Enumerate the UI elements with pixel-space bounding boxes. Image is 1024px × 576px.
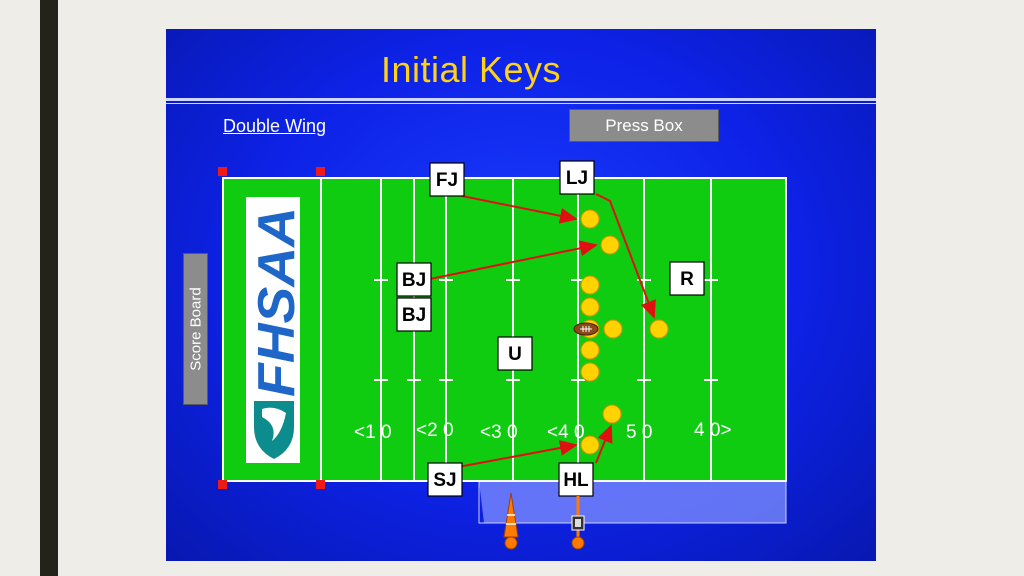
official-u[interactable]: U — [497, 336, 533, 371]
yard-lines — [320, 178, 712, 481]
football-icon — [573, 322, 599, 336]
player — [649, 319, 669, 339]
official-r[interactable]: R — [669, 261, 705, 296]
player — [603, 319, 623, 339]
key-arrow-fj — [461, 195, 578, 224]
slide-title: Initial Keys — [380, 49, 562, 90]
pylon-icon — [503, 492, 519, 550]
football-field — [222, 177, 787, 482]
svg-text:R: R — [680, 269, 694, 290]
press-box-label: Press Box — [605, 115, 683, 135]
formation-word-2[interactable]: Wing — [285, 116, 327, 136]
svg-text:BJ: BJ — [402, 270, 426, 291]
slide: Initial Keys Double Wing Press Box Score… — [166, 29, 876, 561]
official-hl[interactable]: HL — [558, 462, 594, 497]
team-area — [479, 481, 786, 523]
official-bj-1[interactable]: BJ — [396, 262, 432, 297]
field-diagram: FHSAA <1 0 <2 0 — [218, 160, 787, 550]
svg-text:LJ: LJ — [566, 168, 588, 189]
yard-number-40: <4 0 — [547, 422, 585, 443]
down-box-icon — [571, 496, 585, 550]
player — [600, 235, 620, 255]
key-arrow-hl — [595, 424, 613, 464]
key-arrow-lj — [595, 193, 656, 319]
title-divider-thin — [166, 103, 876, 104]
yard-number-20: <2 0 — [416, 420, 454, 441]
score-board: Score Board — [183, 253, 208, 405]
player — [580, 340, 600, 360]
formation-label[interactable]: Double Wing — [223, 116, 326, 137]
key-arrow-sj — [457, 440, 578, 468]
player — [580, 275, 600, 295]
key-arrow-bj — [429, 240, 598, 280]
official-fj[interactable]: FJ — [429, 162, 465, 197]
svg-text:U: U — [508, 344, 522, 365]
player — [580, 435, 600, 455]
press-box: Press Box — [569, 109, 719, 142]
official-sj[interactable]: SJ — [427, 462, 463, 497]
svg-text:BJ: BJ — [402, 305, 426, 326]
official-lj[interactable]: LJ — [559, 160, 595, 195]
player — [602, 404, 622, 424]
key-arrows — [429, 193, 656, 468]
svg-text:HL: HL — [563, 470, 589, 491]
formation-word-1[interactable]: Double — [223, 116, 281, 136]
yard-number-10: <1 0 — [354, 422, 392, 443]
yard-number-40-right: 4 0> — [694, 420, 732, 441]
official-bj-2[interactable]: BJ — [396, 297, 432, 332]
svg-text:SJ: SJ — [433, 470, 456, 491]
yard-number-50: 5 0 — [626, 422, 652, 443]
player — [580, 362, 600, 382]
svg-text:FJ: FJ — [436, 170, 458, 191]
player — [580, 209, 600, 229]
corner-pylons — [218, 167, 325, 489]
title-divider — [166, 98, 876, 101]
logo-emblem — [254, 401, 294, 459]
yard-number-30: <3 0 — [480, 422, 518, 443]
offensive-players — [580, 209, 669, 455]
player — [580, 297, 600, 317]
logo-text: FHSAA — [248, 207, 306, 397]
slide-side-bar — [40, 0, 58, 576]
